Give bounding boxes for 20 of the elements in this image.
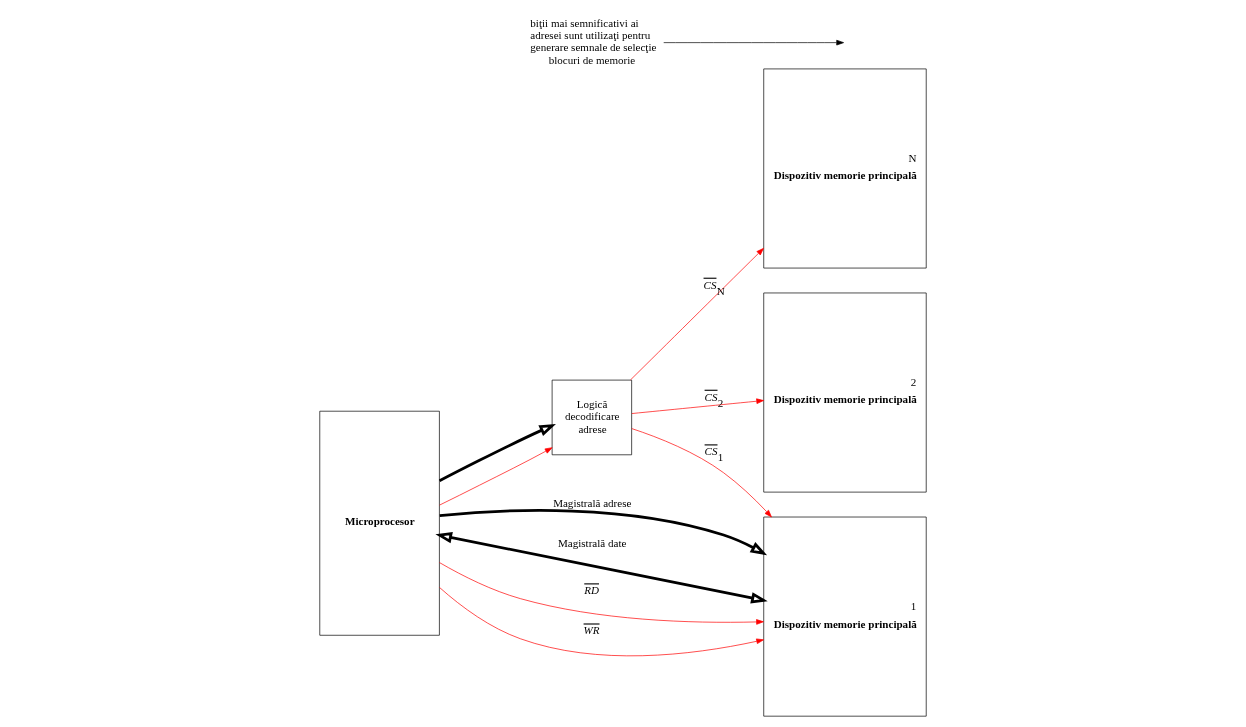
- edge-label: WR: [583, 624, 600, 637]
- node-box: N Dispozitiv memorie principală: [763, 68, 927, 269]
- node-box: Microprocesor: [319, 410, 440, 636]
- node-box: 2 Dispozitiv memorie principală: [763, 292, 927, 493]
- arrow: [439, 562, 764, 625]
- node-box: Logică decodificare adrese: [551, 379, 632, 456]
- node-text: biţii mai semnificativi ai adresei sunt utilizaţi pentru generare semnale de selecţie blocuri de memorie: [530, 16, 657, 66]
- arrow: [439, 447, 553, 506]
- arrow: [631, 398, 764, 414]
- edge-label: RD: [584, 584, 600, 597]
- edge-label: Magistrală date: [558, 537, 627, 550]
- arrow: [663, 39, 844, 46]
- arrow: [630, 248, 764, 381]
- arrow: [439, 509, 768, 556]
- arrow: [631, 428, 772, 518]
- arrow: [438, 423, 556, 483]
- node-box: 1 Dispozitiv memorie principală: [763, 516, 927, 717]
- arrow: [439, 587, 764, 657]
- arrow: [435, 531, 768, 604]
- edge-label: Magistrală adrese: [553, 496, 632, 509]
